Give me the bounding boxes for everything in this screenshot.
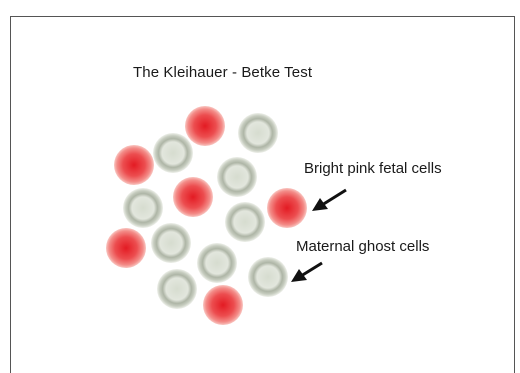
fetal-cell: [114, 145, 154, 185]
ghost-cell: [123, 188, 163, 228]
ghost-cell: [197, 243, 237, 283]
ghost-cell: [151, 223, 191, 263]
fetal-cell: [267, 188, 307, 228]
fetal-cell: [173, 177, 213, 217]
arrow-maternal: [291, 263, 322, 282]
ghost-cell: [225, 202, 265, 242]
fetal-cell: [203, 285, 243, 325]
fetal-cells-label: Bright pink fetal cells: [304, 160, 442, 177]
fetal-cell: [185, 106, 225, 146]
fetal-cell: [106, 228, 146, 268]
arrow-fetal: [312, 190, 346, 211]
ghost-cell: [153, 133, 193, 173]
ghost-cell: [238, 113, 278, 153]
ghost-cell: [157, 269, 197, 309]
maternal-cells-label: Maternal ghost cells: [296, 238, 429, 255]
ghost-cell: [248, 257, 288, 297]
ghost-cell: [217, 157, 257, 197]
